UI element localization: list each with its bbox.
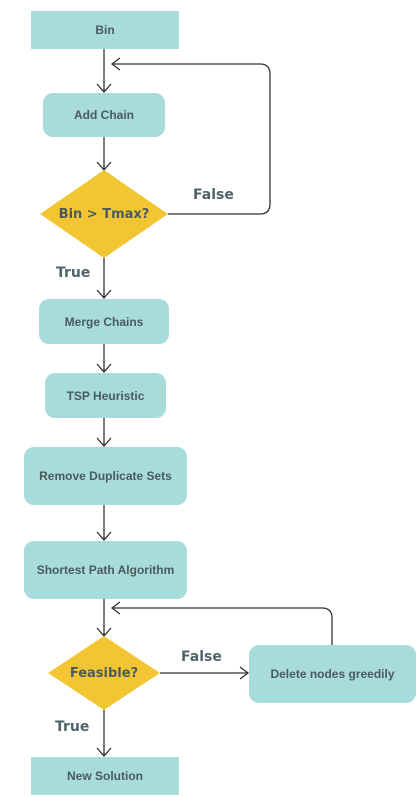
node-remove-duplicate-sets: Remove Duplicate Sets — [24, 447, 187, 505]
node-bin: Bin — [31, 11, 179, 49]
edge-add-chain-to-decision — [96, 137, 112, 171]
edge-merge-to-tsp — [96, 344, 112, 373]
decision-diamond-feasible — [48, 636, 160, 710]
node-merge-chains: Merge Chains — [39, 299, 169, 344]
label-feasible-true: True — [55, 719, 90, 735]
decision-label-feasible: Feasible? — [69, 665, 139, 681]
label-feasible-false: False — [181, 649, 222, 665]
edge-shortest-to-feasible — [96, 599, 112, 637]
edge-delete-loop — [110, 601, 333, 645]
edge-bin-to-add-chain — [96, 49, 112, 93]
label-bin-false: False — [193, 187, 234, 203]
edge-feasible-to-delete — [160, 666, 250, 680]
label-bin-true: True — [56, 265, 91, 281]
edge-feasible-to-new-solution — [96, 710, 112, 757]
node-shortest-path: Shortest Path Algorithm — [24, 541, 187, 599]
node-new-solution: New Solution — [31, 757, 179, 795]
decision-label-bin: Bin > Tmax? — [58, 206, 150, 222]
edge-decision-to-merge — [96, 258, 112, 299]
node-tsp-heuristic: TSP Heuristic — [45, 373, 166, 418]
edge-bin-false-loop — [110, 57, 271, 215]
edge-tsp-to-remove — [96, 418, 112, 447]
node-add-chain: Add Chain — [43, 93, 165, 137]
edge-remove-to-shortest — [96, 505, 112, 541]
node-delete-nodes-greedily: Delete nodes greedily — [249, 645, 416, 703]
decision-diamond-bin — [40, 170, 168, 258]
